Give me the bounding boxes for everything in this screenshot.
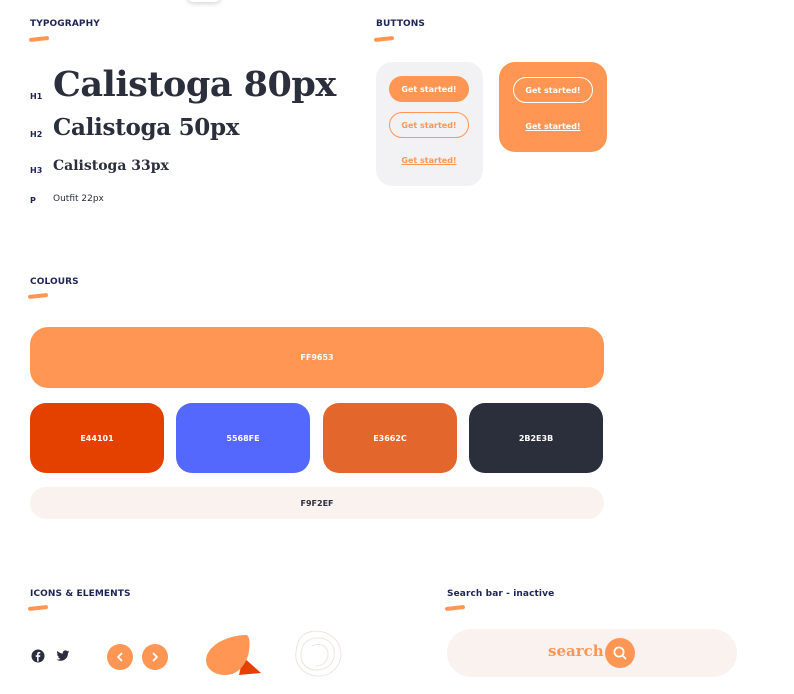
- get-started-filled-button[interactable]: Get started!: [389, 76, 469, 102]
- icons-underline: [27, 604, 49, 612]
- colour-swatch-4: 2B2E3B: [469, 403, 603, 473]
- colours-heading: COLOURS: [30, 277, 79, 287]
- search-button[interactable]: [605, 638, 635, 668]
- typography-heading: TYPOGRAPHY: [30, 19, 100, 29]
- search-input[interactable]: search: [548, 642, 604, 660]
- leaf-shape: [206, 635, 261, 675]
- previous-button[interactable]: [107, 644, 133, 670]
- search-heading: Search bar - inactive: [447, 589, 555, 599]
- colour-swatch-1-label: E44101: [80, 433, 114, 443]
- typography-underline: [28, 35, 50, 43]
- icons-heading: ICONS & ELEMENTS: [30, 589, 131, 599]
- outline-blob-shape: [295, 630, 342, 677]
- search-icon: [613, 646, 627, 660]
- colour-swatch-3-label: E3662C: [373, 433, 407, 443]
- top-tab-handle: [186, 0, 222, 2]
- next-button[interactable]: [142, 644, 168, 670]
- twitter-icon[interactable]: [56, 649, 70, 663]
- p-sample: Outfit 22px: [53, 194, 104, 204]
- h2-tag: H2: [30, 130, 43, 139]
- h1-sample: Calistoga 80px: [53, 64, 336, 105]
- h3-sample: Calistoga 33px: [53, 158, 169, 174]
- button-card-light: Get started! Get started! Get started!: [376, 62, 483, 186]
- h2-sample: Calistoga 50px: [53, 114, 240, 141]
- colour-swatch-3: E3662C: [323, 403, 457, 473]
- colour-swatch-light-label: F9F2EF: [300, 498, 334, 508]
- p-tag: P: [30, 196, 36, 205]
- colour-swatch-2: 5568FE: [176, 403, 310, 473]
- buttons-underline: [373, 35, 395, 43]
- h3-tag: H3: [30, 166, 43, 175]
- colour-swatch-light: F9F2EF: [30, 487, 604, 519]
- colours-underline: [27, 292, 49, 300]
- buttons-heading: BUTTONS: [376, 19, 426, 29]
- colour-swatch-2-label: 5568FE: [226, 433, 260, 443]
- colour-swatch-1: E44101: [30, 403, 164, 473]
- get-started-outline-white-button[interactable]: Get started!: [513, 77, 593, 103]
- colour-swatch-main: FF9653: [30, 327, 604, 388]
- get-started-outline-button[interactable]: Get started!: [389, 112, 469, 138]
- colour-swatch-4-label: 2B2E3B: [518, 433, 554, 443]
- get-started-link-white-button[interactable]: Get started!: [525, 121, 581, 131]
- button-card-orange: Get started! Get started!: [499, 62, 607, 152]
- chevron-left-icon: [117, 652, 123, 662]
- facebook-icon[interactable]: [31, 649, 45, 663]
- colour-swatch-main-label: FF9653: [300, 353, 334, 362]
- get-started-link-button[interactable]: Get started!: [401, 155, 457, 165]
- search-underline: [444, 604, 466, 612]
- h1-tag: H1: [30, 92, 43, 101]
- chevron-right-icon: [152, 652, 158, 662]
- search-bar[interactable]: search: [447, 629, 737, 677]
